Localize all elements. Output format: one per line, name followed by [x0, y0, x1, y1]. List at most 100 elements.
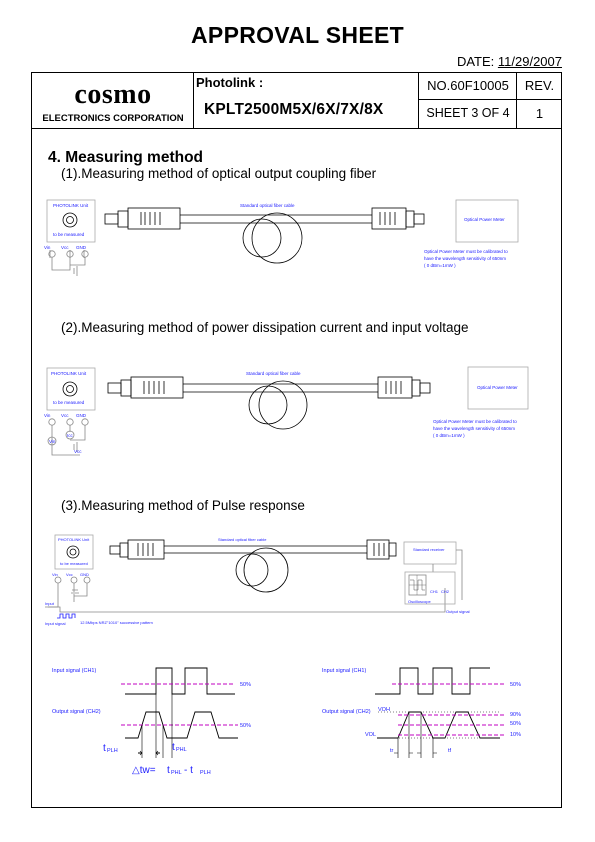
wf-right-tr: tr: [390, 748, 394, 754]
d3-connector-right-icon: [366, 539, 390, 560]
section-title: 4. Measuring method: [48, 149, 204, 166]
svg-text:t: t: [167, 765, 170, 776]
diagram-2: [46, 366, 529, 456]
d2-pin-gnd: GND: [76, 413, 87, 418]
wf-right-output-trace: [377, 711, 500, 739]
d2-note-1: Optical Power Meter must be calibrated t…: [433, 419, 517, 424]
d3-receiver-label: Standard receiver: [413, 547, 445, 552]
d3-pin-vin: Vin: [52, 572, 58, 577]
d1-note-2: have the wavelength sensitivity of 650nm: [424, 256, 506, 261]
product-label: Photolink :: [196, 75, 264, 90]
wf-left-pct-out: 50%: [240, 723, 251, 729]
wf-left-input-label: Input signal (CH1): [52, 668, 96, 674]
sheet-frame: [31, 72, 562, 808]
d1-unit-title: PHOTOLINK Unit: [53, 203, 89, 208]
doc-number: NO.60F10005: [427, 78, 509, 93]
date-value: 11/29/2007: [497, 54, 562, 69]
wf-right-pct-10: 10%: [510, 732, 521, 738]
header-vline-1: [193, 72, 195, 128]
header-hline: [418, 99, 562, 101]
rev-value: 1: [535, 106, 544, 121]
d3-photolink-unit-box: [54, 534, 94, 570]
date-line: DATE: 11/29/2007: [457, 54, 562, 69]
wf-left-formula-prefix: △tw=: [132, 765, 156, 776]
d3-pattern-label: 12.5Mbps NRZ"1010" successive pattern: [80, 620, 153, 625]
wf-right-voh: VOH: [378, 707, 390, 713]
d3-pin-vcc: Vcc: [66, 572, 73, 577]
diagram-1: [46, 199, 519, 276]
d2-fiber-coil-icon: [258, 380, 308, 430]
d2-vin-meter-icon: [47, 436, 57, 446]
plug-left-icon: [104, 213, 119, 225]
d3-cable-label: Standard optical fiber cable: [218, 537, 267, 542]
svg-text:t: t: [172, 742, 175, 753]
wf-left-input-trace: [125, 667, 235, 695]
company-logo: cosmo: [74, 79, 152, 110]
d1-meter-label: Optical Power Meter: [464, 217, 505, 222]
d3-fiber-coil-icon: [243, 547, 289, 593]
d2-icc-meter-icon: [65, 430, 75, 440]
wf-right-input-trace: [375, 667, 490, 695]
wf-right-output-label: Output signal (CH2): [322, 709, 371, 715]
wf-left-formula-t2: PLH: [200, 770, 211, 776]
wf-left-tphl: PHL: [176, 747, 187, 753]
d2-note-2: have the wavelength sensitivity of 650nm: [433, 426, 515, 431]
d2-meter-label: Optical Power Meter: [477, 385, 518, 390]
wf-left-formula-mid: - t: [184, 765, 193, 776]
waveform-right: [375, 667, 505, 758]
wf-right-tf: tf: [448, 748, 452, 754]
d2-supply-label: Vcc: [74, 449, 82, 454]
d1-unit-sub: to be measured: [53, 232, 85, 237]
d3-output-signal-label: Output signal: [446, 609, 470, 614]
d3-oscilloscope-box: [404, 571, 456, 605]
wf-right-pct-90: 90%: [510, 712, 521, 718]
d3-input-label: Input: [45, 601, 55, 606]
subsection-3-title: (3).Measuring method of Pulse response: [61, 498, 305, 513]
header-divider: [31, 128, 562, 130]
diagram-3: [45, 534, 463, 619]
svg-text:t: t: [103, 743, 106, 754]
d3-ch1-label: CH1: [430, 589, 439, 594]
wf-right-input-label: Input signal (CH1): [322, 668, 366, 674]
d2-optical-power-meter-box: [467, 366, 529, 410]
d3-input-signal-label: Input signal: [45, 621, 66, 626]
optical-power-meter-box: [455, 199, 519, 243]
wf-right-pct-in: 50%: [510, 682, 521, 688]
d2-unit-title: PHOTOLINK Unit: [51, 371, 87, 376]
photolink-unit-box: [46, 199, 96, 243]
d3-ch2-label: CH2: [441, 589, 450, 594]
unit-connector-icon: [62, 212, 78, 228]
wf-left-pct-in: 50%: [240, 682, 251, 688]
wf-right-pct-50: 50%: [510, 721, 521, 727]
subsection-1-title: (1).Measuring method of optical output c…: [61, 166, 377, 181]
unit-connector-inner-icon: [66, 216, 74, 224]
company-name: ELECTRONICS CORPORATION: [42, 113, 184, 124]
waveform-left: [121, 667, 238, 758]
rev-label: REV.: [524, 78, 555, 93]
d1-note-3: ( 0 dBm=1mW ): [424, 263, 456, 268]
d3-connector-left-icon: [127, 539, 165, 560]
d2-note-3: ( 0 dBm=1mW ): [433, 433, 465, 438]
d2-pin-vin: Vin: [44, 413, 51, 418]
connector-right-icon: [371, 207, 407, 230]
d3-unit-connector-icon: [66, 545, 80, 559]
d1-pin-vin: Vin: [44, 245, 51, 250]
product-model: KPLT2500M5X/6X/7X/8X: [204, 101, 384, 118]
sheet-number: SHEET 3 OF 4: [426, 106, 510, 120]
d2-pin-vcc: Vcc: [61, 413, 69, 418]
fiber-coil-icon: [251, 212, 303, 264]
d2-unit-connector-icon: [62, 381, 78, 397]
wf-left-tplh: PLH: [107, 748, 118, 754]
d1-pin-vcc: Vcc: [61, 245, 69, 250]
d2-vin-meter-label: Vin: [49, 439, 56, 444]
d3-scope-label: Oscilloscope: [408, 599, 431, 604]
d1-cable-label: Standard optical fiber cable: [240, 203, 295, 208]
d2-connector-left-icon: [130, 376, 184, 399]
wf-left-formula-t1: PHL: [171, 770, 182, 776]
wf-left-output-label: Output signal (CH2): [52, 709, 101, 715]
d2-connector-right-icon: [377, 376, 413, 399]
date-label: DATE:: [456, 54, 495, 69]
wf-right-vol: VOL: [365, 732, 376, 738]
d1-pin-gnd: GND: [76, 245, 87, 250]
